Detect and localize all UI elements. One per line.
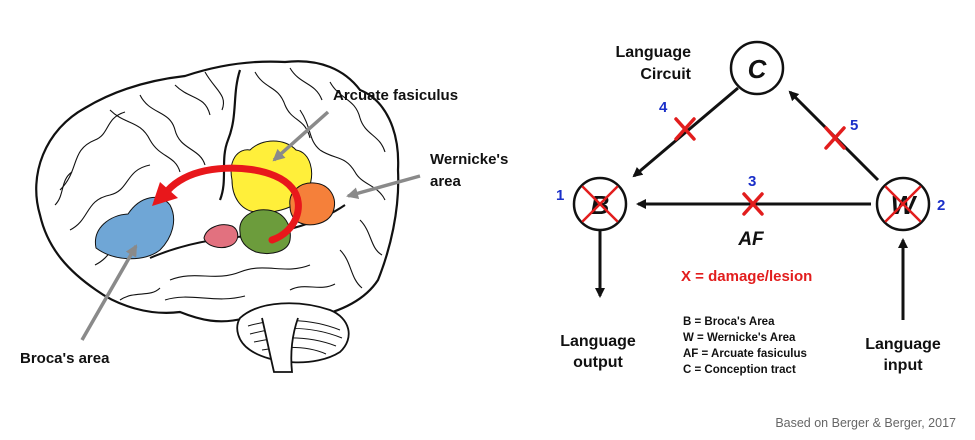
lesion-b	[581, 185, 619, 223]
input-label-line1: Language	[865, 336, 941, 353]
brainstem	[261, 317, 299, 373]
circuit-title-line1: Language	[615, 44, 691, 61]
arcuate-arrowhead	[152, 182, 178, 206]
circuit-title-line2: Circuit	[640, 66, 691, 83]
abbreviation-legend: B = Broca's Area W = Wernicke's Area AF …	[683, 316, 807, 376]
arcuate-arrow	[161, 164, 302, 244]
broca-region	[94, 196, 175, 260]
number-2: 2	[937, 197, 945, 214]
language-circuit-diagram: Language Circuit C B W	[556, 40, 945, 376]
wernicke-label-line2: area	[430, 173, 462, 190]
legend-item: C = Conception tract	[683, 364, 796, 376]
legend-item: B = Broca's Area	[683, 316, 775, 328]
wernicke-label-line1: Wernicke's	[430, 151, 508, 168]
green-region	[239, 209, 291, 254]
af-label: AF	[737, 229, 765, 250]
central-sulcus	[218, 69, 242, 201]
lesion-w	[884, 185, 922, 223]
lesion-marks	[581, 117, 922, 223]
broca-label: Broca's area	[20, 350, 110, 367]
number-5: 5	[850, 117, 858, 134]
lesion-legend: X = damage/lesion	[681, 268, 812, 285]
node-c-label: C	[748, 54, 768, 84]
input-label-line2: input	[883, 357, 923, 374]
output-label-line1: Language	[560, 333, 636, 350]
legend-item: AF = Arcuate fasiculus	[683, 348, 807, 360]
output-label-line2: output	[573, 354, 623, 371]
broca-pointer	[80, 244, 138, 341]
arcuate-label: Arcuate fasiculus	[333, 87, 458, 104]
node-c	[729, 40, 785, 96]
number-1: 1	[556, 187, 564, 204]
legend-item: W = Wernicke's Area	[683, 332, 796, 344]
number-3: 3	[748, 173, 756, 190]
brain-illustration: Arcuate fasiculus Wernicke's area Broca'…	[20, 60, 508, 373]
arcuate-pointer	[272, 110, 330, 162]
source-credit: Based on Berger & Berger, 2017	[775, 416, 956, 430]
wernicke-pointer	[346, 174, 421, 200]
lesion-c-b	[674, 117, 696, 141]
lesion-af	[742, 192, 764, 216]
pink-region	[203, 224, 239, 249]
number-4: 4	[659, 99, 668, 116]
lesion-w-c	[824, 126, 846, 150]
